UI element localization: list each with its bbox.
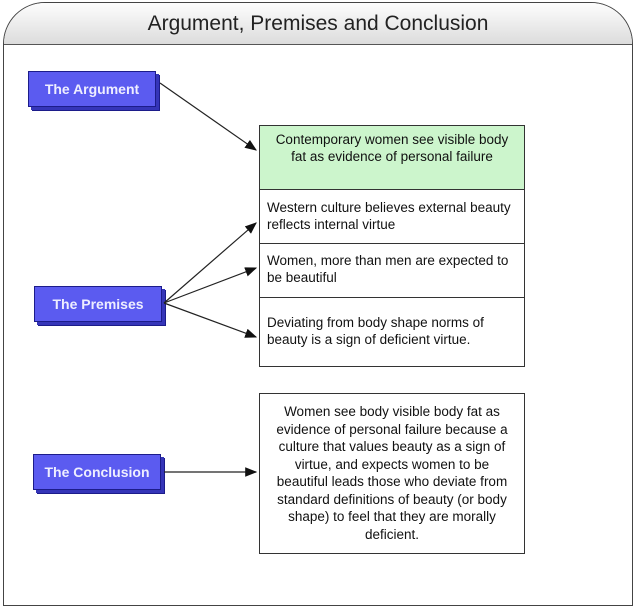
label-the-premises: The Premises: [34, 286, 162, 322]
arrow-argument: [159, 82, 257, 151]
arrow-premise-1: [163, 222, 257, 304]
premise-box-2: Women, more than men are expected to be …: [259, 243, 525, 298]
diagram-title: Argument, Premises and Conclusion: [4, 3, 632, 45]
arrow-premise-3: [163, 302, 258, 338]
argument-box: Contemporary women see visible body fat …: [259, 125, 525, 190]
arrow-premise-2: [163, 267, 258, 304]
premise-box-3: Deviating from body shape norms of beaut…: [259, 297, 525, 367]
conclusion-box: Women see body visible body fat as evide…: [259, 393, 525, 554]
label-the-argument: The Argument: [28, 71, 156, 107]
label-the-conclusion: The Conclusion: [33, 454, 161, 490]
